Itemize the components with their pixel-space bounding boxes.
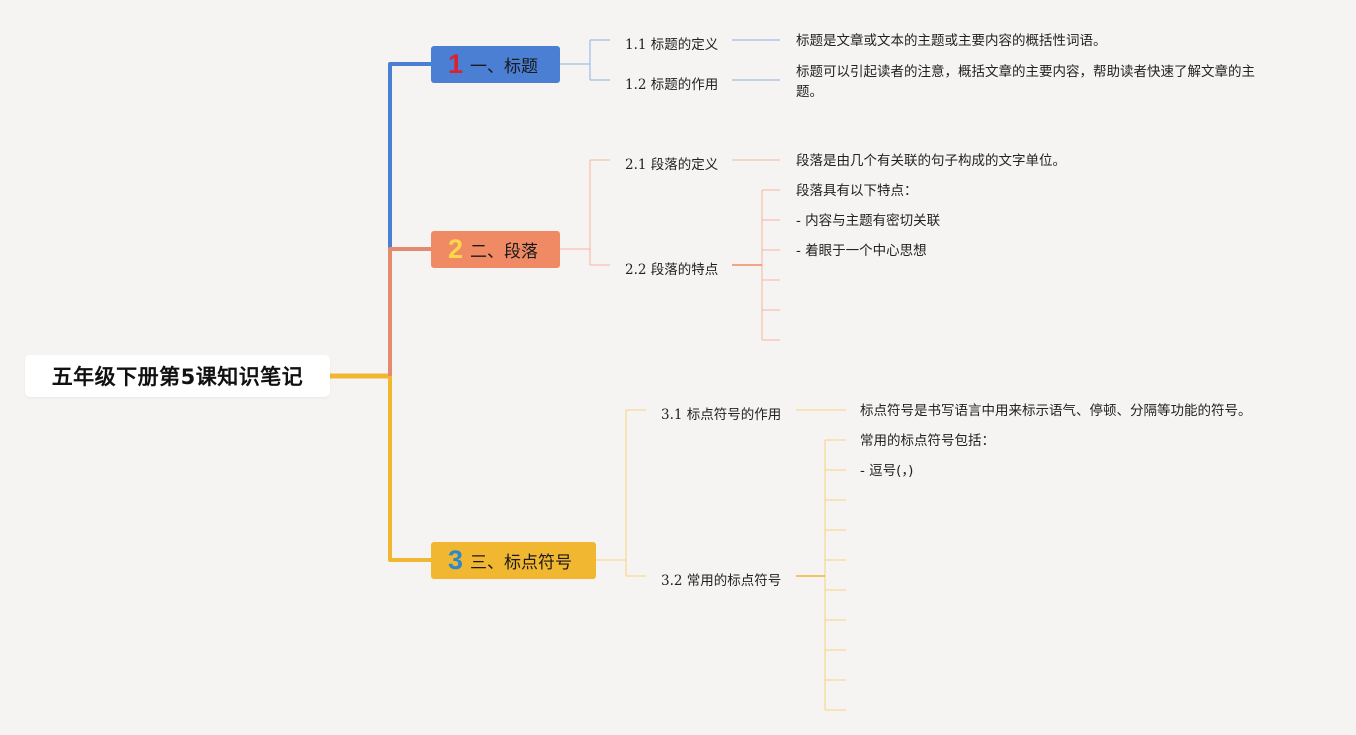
subtopic-2-2[interactable]: 2.2 段落的特点 bbox=[625, 262, 719, 278]
leaf-2-2-3[interactable]: - 着眼于一个中心思想 bbox=[796, 243, 927, 259]
leaf-2-2-1[interactable]: 段落具有以下特点： bbox=[796, 183, 918, 199]
branch-label: 三、标点符号 bbox=[470, 553, 573, 573]
branch-node-paragraph[interactable]: 2 二、段落 bbox=[431, 231, 560, 268]
branch-label: 二、段落 bbox=[470, 242, 539, 262]
leaf-1-2-1[interactable]: 标题可以引起读者的注意，概括文章的主要内容，帮助读者快速了解文章的主题。 bbox=[796, 64, 1255, 100]
leaf-3-2-1[interactable]: 常用的标点符号包括： bbox=[860, 433, 995, 449]
branch-label: 一、标题 bbox=[470, 57, 539, 77]
subtopic-3-1[interactable]: 3.1 标点符号的作用 bbox=[661, 407, 782, 423]
branch-number-2: 2 bbox=[448, 234, 464, 264]
branch-node-punctuation[interactable]: 3 三、标点符号 bbox=[431, 542, 596, 579]
branch-node-title[interactable]: 1 一、标题 bbox=[431, 46, 560, 83]
leaf-1-1-1[interactable]: 标题是文章或文本的主题或主要内容的概括性词语。 bbox=[796, 33, 1107, 49]
root-title: 五年级下册第5课知识笔记 bbox=[51, 365, 304, 389]
subtopic-3-2[interactable]: 3.2 常用的标点符号 bbox=[661, 573, 782, 589]
leaf-3-1-1[interactable]: 标点符号是书写语言中用来标示语气、停顿、分隔等功能的符号。 bbox=[860, 403, 1252, 419]
leaf-2-2-2[interactable]: - 内容与主题有密切关联 bbox=[796, 213, 941, 229]
subtopic-1-2[interactable]: 1.2 标题的作用 bbox=[625, 77, 719, 93]
root-node[interactable]: 五年级下册第5课知识笔记 bbox=[25, 355, 330, 397]
branch-number-3: 3 bbox=[448, 545, 464, 575]
subtopic-2-1[interactable]: 2.1 段落的定义 bbox=[625, 157, 719, 173]
leaf-2-1-1[interactable]: 段落是由几个有关联的句子构成的文字单位。 bbox=[796, 153, 1066, 169]
subtopic-1-1[interactable]: 1.1 标题的定义 bbox=[625, 37, 719, 53]
leaf-3-2-2[interactable]: - 逗号(，) bbox=[860, 463, 914, 479]
branch-number-1: 1 bbox=[448, 49, 464, 79]
